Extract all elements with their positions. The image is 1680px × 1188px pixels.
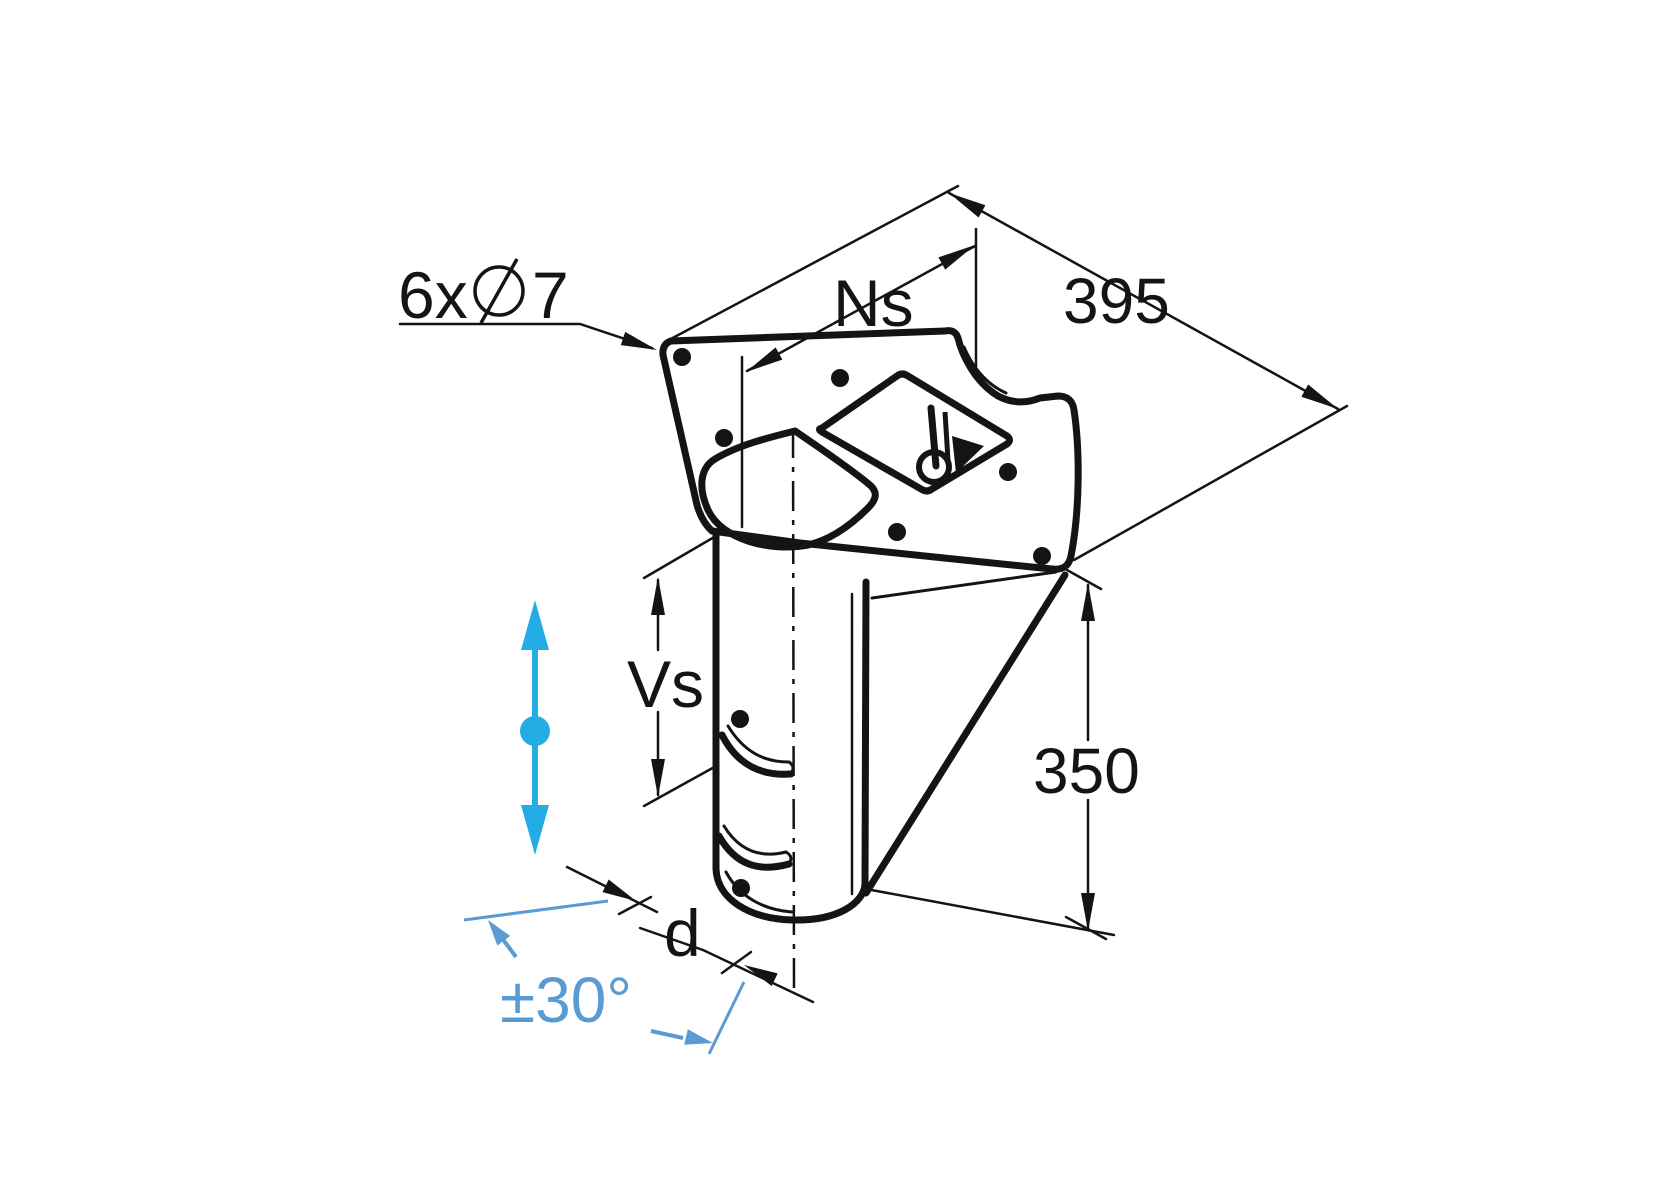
gusset-hypotenuse xyxy=(862,571,1069,897)
notch-inner-edge xyxy=(962,345,1008,395)
tube-hole-upper xyxy=(731,710,749,728)
vs-arrowhead-top xyxy=(651,577,665,615)
gusset xyxy=(862,570,1069,897)
dimension-d: d xyxy=(565,865,815,1004)
swivel-angle-label: ±30° xyxy=(500,964,632,1036)
dim350-arrowhead-bottom xyxy=(1081,893,1095,931)
pole-tube xyxy=(712,427,870,993)
dim395-extension-left xyxy=(665,184,960,343)
tube-bottom-inner-edge xyxy=(724,870,794,914)
tube-diameter-label: d xyxy=(664,896,701,970)
ns-dimension-label: Ns xyxy=(833,266,914,340)
diamond-cutout xyxy=(816,370,1013,495)
dim395-extension-right xyxy=(1072,404,1349,562)
vs-arrowhead-bottom xyxy=(651,759,665,797)
holes-count-label: 6x xyxy=(398,258,468,332)
clamp-slot-upper xyxy=(718,724,795,778)
vs-extension-bottom xyxy=(642,763,720,808)
diameter-icon xyxy=(473,258,525,324)
mounting-holes xyxy=(673,348,1051,565)
swivel-arrow-right-shaft xyxy=(650,1029,684,1040)
keyhole-cutout xyxy=(698,427,879,551)
tube-centerline xyxy=(791,427,796,993)
dim395-dimension-line xyxy=(947,191,1340,411)
latch-mechanism xyxy=(916,404,984,485)
dim395-arrowhead-top xyxy=(949,193,986,218)
dimension-395: 395 xyxy=(665,184,1349,562)
swivel-arrowhead-left xyxy=(488,920,511,946)
vs-extension-top xyxy=(642,534,718,580)
depth-dimension-label: 395 xyxy=(1063,265,1170,337)
holes-leader-arrowhead xyxy=(620,331,657,350)
dimension-350: 350 xyxy=(864,568,1140,941)
clamp-slot-lower xyxy=(715,824,793,871)
d-arrowhead-left xyxy=(602,879,636,901)
d-line-outer-right xyxy=(638,926,815,1004)
holes-diameter-label: 7 xyxy=(532,258,569,332)
d-tick-right xyxy=(720,950,753,975)
vs-dimension-label: Vs xyxy=(627,647,704,721)
swivel-ref-line-left xyxy=(463,899,609,922)
dimension-vs: Vs xyxy=(627,534,720,808)
vertical-adjust-arrowhead-down xyxy=(521,805,549,855)
swivel-ref-line-right xyxy=(707,981,746,1055)
ns-arrowhead-right xyxy=(938,245,975,270)
vertical-adjust-arrow xyxy=(520,600,550,855)
ns-dimension-line xyxy=(745,244,977,373)
dim350-tick-top xyxy=(1065,568,1103,591)
dimension-ns: Ns xyxy=(740,227,978,529)
top-plate-outline xyxy=(659,327,1082,573)
gusset-top-edge xyxy=(870,570,1058,600)
tube-hole-lower xyxy=(732,879,750,897)
swivel-angle-annotation: ±30° xyxy=(463,899,746,1055)
d-tick-left xyxy=(617,895,653,916)
dim350-tick-bottom xyxy=(1064,915,1108,941)
holes-callout: 6x 7 xyxy=(398,258,657,350)
dim395-arrowhead-bottom xyxy=(1301,384,1338,409)
d-arrowhead-right xyxy=(744,965,778,986)
swivel-arrowhead-right xyxy=(684,1029,713,1045)
top-plate xyxy=(659,327,1082,573)
height-dimension-label: 350 xyxy=(1033,735,1140,807)
dim350-extension-bottom xyxy=(864,887,1116,937)
dim350-arrowhead-top xyxy=(1081,583,1095,621)
ns-arrowhead-left xyxy=(746,347,783,372)
vertical-adjust-arrowhead-up xyxy=(521,600,549,650)
vertical-adjust-dot xyxy=(520,716,550,746)
